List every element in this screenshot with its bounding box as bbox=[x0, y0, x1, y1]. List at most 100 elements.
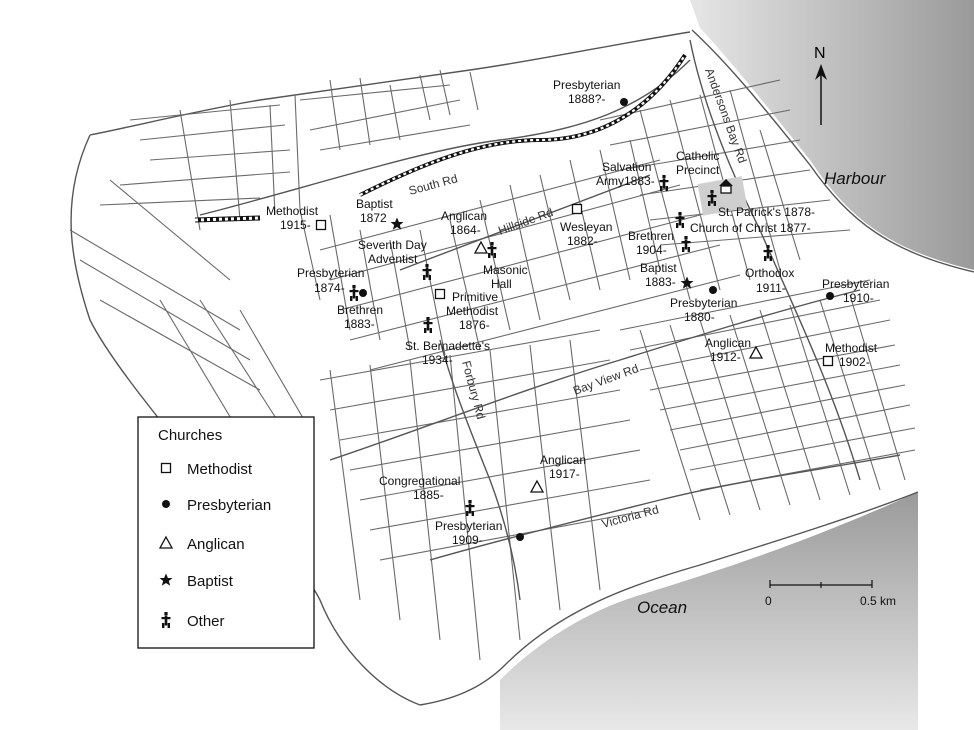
south-road bbox=[199, 59, 691, 216]
presbyterian-1910-label: Presbyterian bbox=[822, 277, 889, 291]
anglican-1864-label: Anglican bbox=[441, 209, 487, 223]
bay-view-road bbox=[329, 289, 861, 461]
presbyterian-1880-year: 1880- bbox=[684, 310, 715, 324]
church-of-christ-label: Church of Christ 1877- bbox=[690, 221, 811, 235]
scale-start: 0 bbox=[765, 594, 772, 608]
railway-west-ties bbox=[194, 216, 261, 222]
catholic-precinct-label-2: Precinct bbox=[676, 163, 720, 177]
presbyterian-1909-label: Presbyterian bbox=[435, 519, 502, 533]
legend-title: Churches bbox=[158, 427, 222, 444]
masonic-hall-label-2: Hall bbox=[491, 277, 512, 291]
anglican-1864-triangle-icon bbox=[474, 241, 488, 254]
legend-box bbox=[137, 416, 315, 649]
wesleyan-year: 1882- bbox=[567, 234, 598, 248]
church-markers: Methodist 1915- Baptist 1872 Seventh Day… bbox=[266, 78, 889, 547]
anglican-1864-year: 1864- bbox=[450, 223, 481, 237]
legend-item-methodist: Methodist bbox=[187, 461, 253, 478]
methodist-1902-year: 1902- bbox=[839, 355, 870, 369]
scale-bar: 0 0.5 km bbox=[765, 580, 896, 608]
baptist-1872-year: 1872 bbox=[360, 211, 387, 225]
seventh-day-other-icon bbox=[422, 264, 432, 280]
presbyterian-1874-dot-icon bbox=[359, 289, 367, 297]
presbyterian-1888-year: 1888?- bbox=[568, 92, 605, 106]
anglican-1912-triangle-icon bbox=[749, 346, 763, 359]
legend-item-baptist: Baptist bbox=[187, 573, 234, 590]
methodist-1902-square-icon bbox=[822, 355, 834, 367]
methodist-1915-label: Methodist bbox=[266, 204, 319, 218]
congregational-year: 1885- bbox=[413, 488, 444, 502]
wesleyan-label: Wesleyan bbox=[560, 220, 612, 234]
wesleyan-square-icon bbox=[571, 203, 583, 215]
anglican-1912-year: 1912- bbox=[710, 350, 741, 364]
primitive-methodist-label: Primitive bbox=[452, 290, 498, 304]
catholic-precinct-house-icon bbox=[719, 179, 733, 194]
presbyterian-1909-year: 1909- bbox=[452, 533, 483, 547]
road-label-south: South Rd bbox=[407, 171, 459, 197]
primitive-methodist-square-icon bbox=[434, 288, 446, 300]
baptist-1883-year: 1883- bbox=[645, 275, 676, 289]
primitive-methodist-year: 1876- bbox=[459, 318, 490, 332]
andersons-bay-road bbox=[689, 39, 861, 481]
brethren-1904-year: 1904- bbox=[636, 243, 667, 257]
baptist-1872-label: Baptist bbox=[356, 197, 393, 211]
masonic-hall-other-icon bbox=[487, 242, 497, 258]
ocean-label: Ocean bbox=[637, 598, 687, 617]
road-label-victoria: Victoria Rd bbox=[600, 502, 660, 531]
salvation-army-other-icon bbox=[659, 175, 669, 191]
presbyterian-1888-dot-icon bbox=[620, 98, 628, 106]
seventh-day-label: Seventh Day bbox=[358, 238, 427, 252]
north-label: N bbox=[814, 45, 826, 62]
brethren-1883-year: 1883- bbox=[344, 317, 375, 331]
harbour-label: Harbour bbox=[824, 169, 887, 188]
legend-item-presbyterian: Presbyterian bbox=[187, 497, 271, 514]
anglican-1917-label: Anglican bbox=[540, 453, 586, 467]
harbour-edge bbox=[691, 29, 974, 273]
scale-end: 0.5 km bbox=[860, 594, 896, 608]
st-bernadettes-label: St. Bernadette's bbox=[405, 339, 490, 353]
presbyterian-1880-dot-icon bbox=[709, 286, 717, 294]
anglican-1917-year: 1917- bbox=[549, 467, 580, 481]
salvation-army-year: Army1883- bbox=[596, 174, 655, 188]
legend: Churches Methodist Presbyterian Anglican… bbox=[137, 416, 315, 649]
brethren-1904-other-icon bbox=[681, 236, 691, 252]
masonic-hall-label: Masonic bbox=[483, 263, 528, 277]
victoria-road bbox=[429, 454, 901, 561]
catholic-precinct-label: Catholic bbox=[676, 149, 719, 163]
orthodox-other-icon bbox=[763, 245, 773, 261]
presbyterian-1874-label: Presbyterian bbox=[297, 266, 364, 280]
salvation-army-label: Salvation bbox=[602, 160, 651, 174]
hillside-road bbox=[399, 174, 651, 271]
congregational-other-icon bbox=[465, 500, 475, 516]
north-arrow: N bbox=[814, 45, 827, 125]
railway-ties bbox=[359, 54, 686, 196]
presbyterian-1910-dot-icon bbox=[826, 292, 834, 300]
legend-square-icon bbox=[160, 462, 172, 474]
methodist-1902-label: Methodist bbox=[825, 341, 878, 355]
orthodox-label: Orthodox bbox=[745, 266, 794, 280]
presbyterian-1888-label: Presbyterian bbox=[553, 78, 620, 92]
presbyterian-1880-label: Presbyterian bbox=[670, 296, 737, 310]
ocean-water bbox=[500, 492, 918, 730]
presbyterian-1910-year: 1910- bbox=[843, 291, 874, 305]
harbour-water bbox=[690, 0, 974, 270]
st-patricks-label: St. Patrick's 1878- bbox=[718, 205, 815, 219]
brethren-1883-other-icon bbox=[349, 285, 359, 301]
presbyterian-1874-year: 1874- bbox=[314, 281, 345, 295]
anglican-1917-triangle-icon bbox=[530, 480, 544, 493]
methodist-1915-year: 1915- bbox=[280, 218, 311, 232]
baptist-1883-label: Baptist bbox=[640, 261, 677, 275]
seventh-day-label-2: Adventist bbox=[368, 252, 418, 266]
legend-item-other: Other bbox=[187, 613, 225, 630]
brethren-1904-label: Brethren bbox=[628, 229, 674, 243]
legend-dot-icon bbox=[162, 500, 170, 508]
methodist-1915-square-icon bbox=[315, 219, 327, 231]
forbury-road bbox=[439, 339, 521, 601]
brethren-1883-label: Brethren bbox=[337, 303, 383, 317]
legend-item-anglican: Anglican bbox=[187, 536, 245, 553]
orthodox-year: 1911- bbox=[756, 281, 786, 295]
street-network bbox=[69, 69, 916, 661]
presbyterian-1909-dot-icon bbox=[516, 533, 524, 541]
st-bernadettes-year: 1934- bbox=[422, 353, 453, 367]
primitive-methodist-label-2: Methodist bbox=[446, 304, 499, 318]
